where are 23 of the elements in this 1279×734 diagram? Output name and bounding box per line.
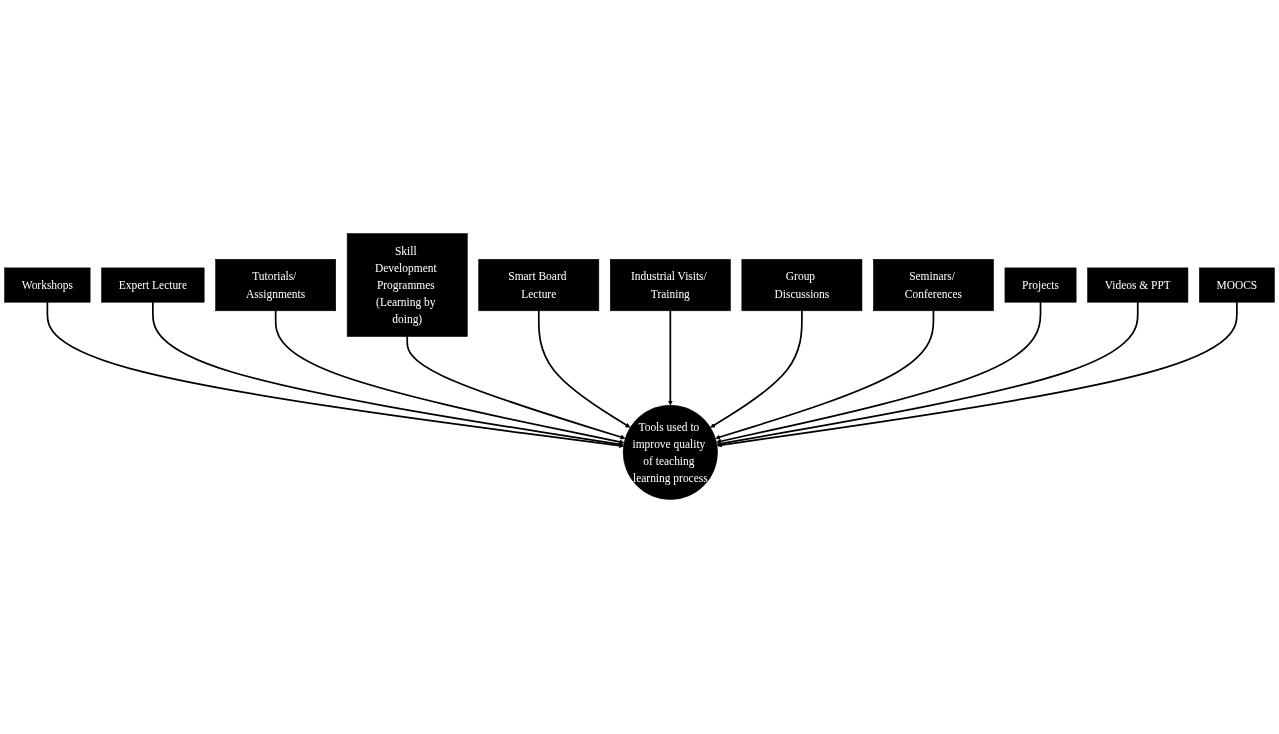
node-box: Workshops	[4, 268, 91, 303]
arrow	[715, 310, 935, 440]
node-box: Group Discussions	[741, 259, 863, 312]
arrow	[274, 310, 625, 445]
arrow	[716, 301, 1238, 448]
arrow	[152, 301, 624, 448]
node-box: Projects	[1004, 268, 1077, 303]
node-box: Expert Lecture	[101, 268, 205, 303]
arrow	[716, 301, 1139, 447]
arrow	[710, 310, 803, 429]
arrow	[46, 301, 624, 449]
arrow	[667, 310, 673, 406]
node-box: Skill Development Programmes (Learning by doing)	[346, 233, 468, 338]
node-box: Tutorials/ Assignments	[215, 259, 336, 312]
node-circle: Tools used to improve quality of teaching learning process	[622, 405, 718, 501]
node-box: Smart Board Lecture	[478, 259, 600, 312]
arrow	[537, 310, 631, 429]
node-box: Videos & PPT	[1087, 268, 1189, 303]
arrow	[406, 336, 626, 440]
arrow	[716, 301, 1042, 445]
node-box: Industrial Visits/ Training	[610, 259, 731, 312]
node-box: MOOCS	[1199, 268, 1275, 303]
node-box: Seminars/ Conferences	[873, 259, 994, 312]
